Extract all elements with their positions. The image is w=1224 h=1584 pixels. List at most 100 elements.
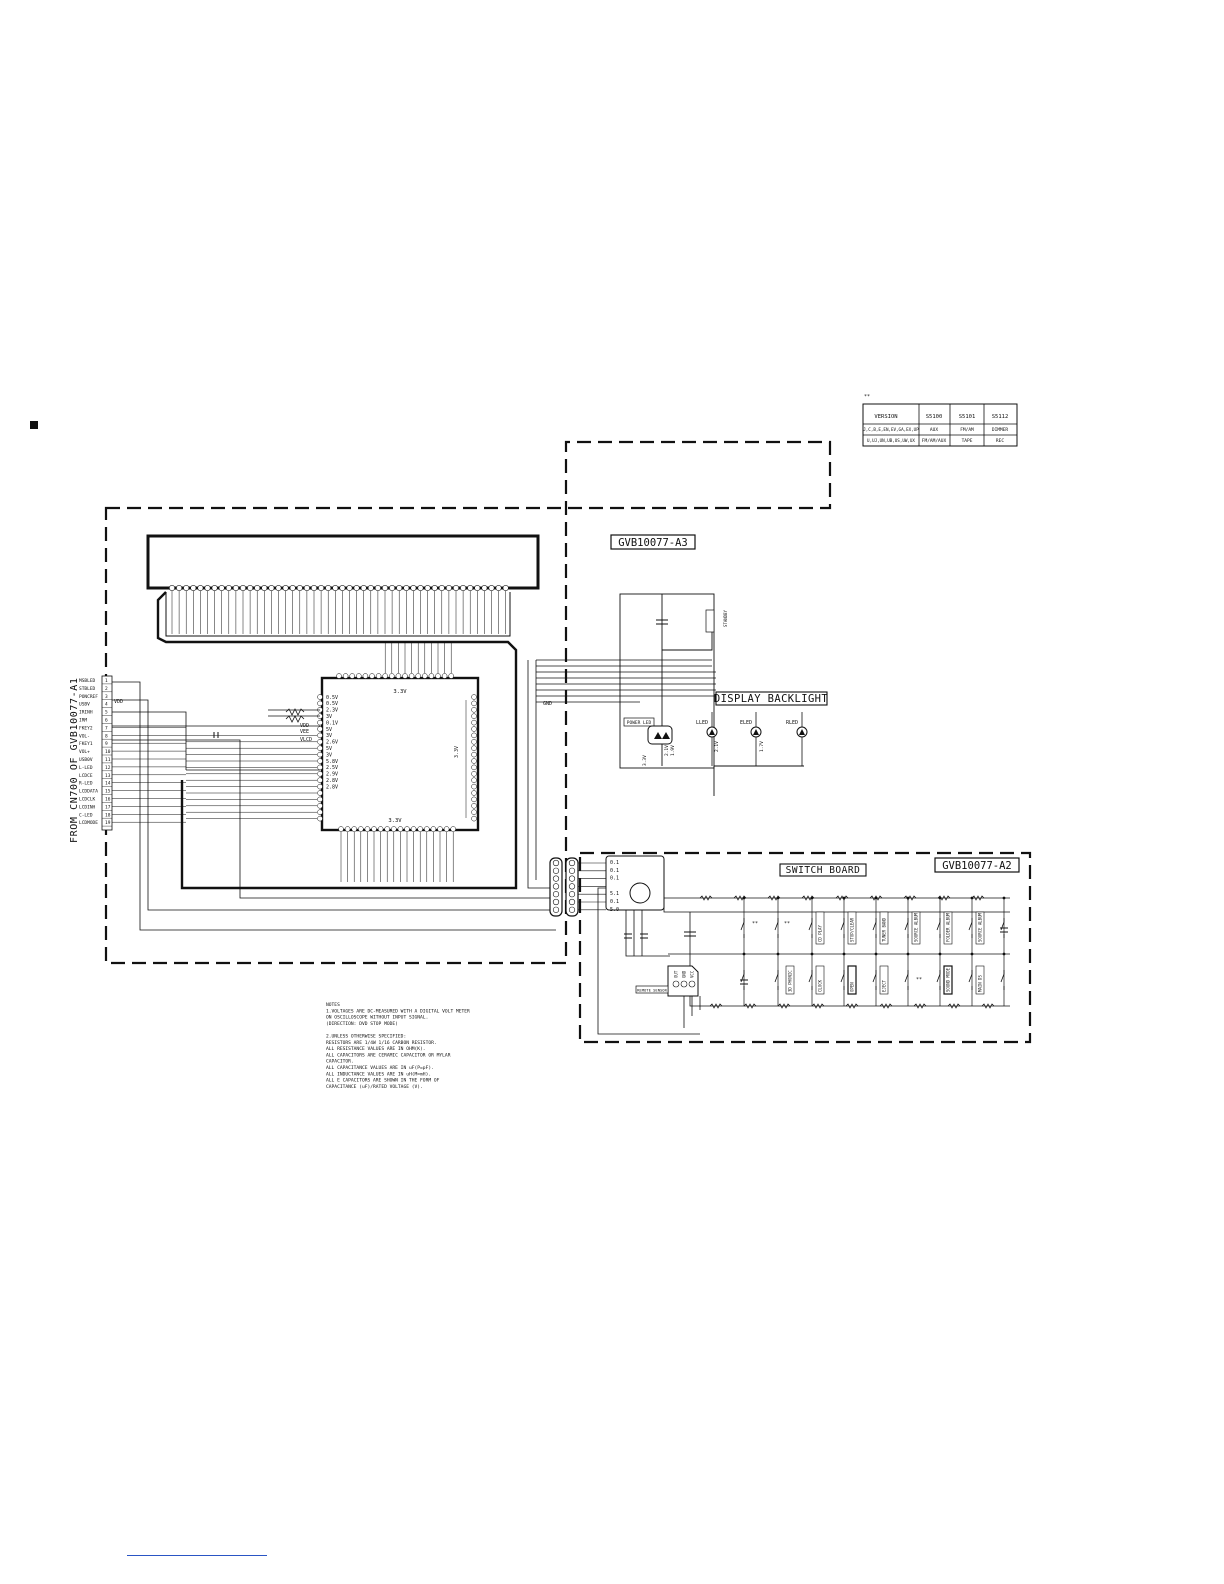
ic-left-pin: [317, 694, 323, 700]
ic-right-pin: [471, 809, 477, 815]
ic-top-pin: [408, 673, 415, 679]
lcd-pin: [190, 584, 197, 591]
connector-a-pin: [552, 898, 560, 906]
ladder-cap-2: [740, 979, 748, 985]
ic-left-pin: [317, 739, 323, 745]
ic-left-pin: [317, 700, 323, 707]
ic-top-pin: [336, 673, 342, 679]
ic-right-pin: [471, 771, 477, 777]
ic-bottom-pin: [377, 826, 384, 832]
bottom-switch-label: MAIN DS: [978, 975, 983, 992]
lcd-pin: [438, 584, 445, 591]
power-led-box: [623, 717, 655, 727]
top-resistor: [699, 895, 713, 901]
ic-bottom-pins: [338, 826, 456, 882]
ic-left-voltage: 0.1V: [326, 720, 338, 726]
resistor-r2: [285, 715, 305, 723]
lcd-pin: [431, 584, 438, 591]
ic-left-pin: [317, 809, 323, 815]
bottom-resistor: [879, 1003, 893, 1009]
ic-bottom-pin: [417, 826, 423, 832]
power-led-diodes: [654, 732, 670, 739]
connector-pin-name: PONCREF: [79, 694, 98, 700]
ic-left-pin: [317, 726, 323, 732]
ic-top-pin: [349, 673, 355, 679]
top-switch-label-box: [879, 911, 889, 945]
connector-a-pin: [552, 859, 560, 867]
lcd-pin: [332, 584, 339, 591]
led-voltage: 2.1V: [714, 741, 720, 752]
version-row1-col3: REC: [996, 438, 1004, 444]
switch-board-title: SWITCH BOARD: [786, 865, 861, 876]
ic-to-backlight-wiring: [535, 659, 716, 880]
version-table-star: **: [864, 394, 870, 400]
notes-line: ON OSCILLOSCOPE WITHOUT INPUT SIGNAL.: [326, 1015, 428, 1021]
encoder-wiring: [597, 887, 1010, 1035]
connector-pin-name: STBLED: [79, 686, 96, 692]
ic-right-pin: [471, 707, 477, 713]
ic-right-pin: [471, 713, 477, 719]
bottom-resistor: [947, 1003, 961, 1009]
lcd-pin: [474, 584, 481, 591]
ic-bottom-pin: [358, 826, 364, 832]
bottom-resistor: [981, 1003, 995, 1009]
display-board-id-box: [610, 534, 696, 550]
ic-left-voltage: 2.8V: [326, 784, 338, 790]
lcd-pin: [495, 584, 502, 591]
top-resistor: [835, 895, 849, 901]
ic-top-pin: [362, 673, 369, 679]
lcd-panel: [146, 534, 540, 590]
bottom-switch-label: OPEN: [850, 982, 855, 992]
connector-pin-name: VOL-: [79, 733, 90, 739]
backlight-cap: [656, 619, 668, 625]
ladder-node: [776, 952, 780, 956]
top-switch-label: SOURCE ALBUM: [978, 913, 983, 942]
switch-double-star-1: **: [752, 921, 758, 927]
version-table-frame: [862, 403, 1018, 447]
led-diode: [709, 729, 715, 735]
ic-top-pin: [441, 673, 448, 679]
ic-bottom-pin: [424, 826, 430, 832]
ic-bottom-pin: [430, 826, 437, 832]
bottom-switch: [774, 970, 779, 990]
lcd-pin: [197, 584, 204, 591]
connector-a-pin: [552, 906, 560, 913]
lcd-pin: [183, 584, 190, 591]
connector-pin-number: 6: [105, 718, 108, 724]
ic-right-pins: [465, 694, 477, 822]
vdd-node-label: VDD: [300, 723, 309, 729]
connector-b-pin: [568, 875, 576, 882]
ladder-node: [842, 952, 846, 956]
ic-right-pin: [471, 815, 477, 822]
ic-top-pin: [382, 673, 388, 679]
connector-pin-number: 9: [105, 741, 108, 747]
top-switch-label: FOLDER ALBUM: [946, 913, 951, 942]
notes-line: ALL RESISTANCE VALUES ARE IN OHM(K).: [326, 1046, 426, 1052]
connector-pin-number: 7: [105, 725, 108, 731]
connector-pin-number: 16: [105, 797, 111, 803]
ic-left-pin: [317, 783, 323, 790]
ic-right-pin: [471, 694, 477, 700]
notes-line: 2.UNLESS OTHERWISE SPECIFIED:: [326, 1034, 406, 1040]
bottom-switch-label-box: [815, 965, 825, 995]
connector-pin-name: USB0V: [79, 757, 93, 763]
ic-right-pin: [471, 758, 477, 764]
ic-bottom-pin: [391, 826, 397, 832]
lcd-pin: [225, 584, 232, 591]
top-resistor: [869, 895, 883, 901]
notes-line: RESISTORS ARE 1/4W 1/16 CARBON RESISTOR.: [326, 1040, 437, 1046]
version-header-2: S5101: [959, 414, 976, 420]
ic-right-pin: [471, 751, 477, 758]
connector-pin-number: 14: [105, 781, 111, 787]
ir-pin-label: GND: [682, 970, 687, 978]
connector-a-pin: [552, 883, 560, 890]
notes-line: 1.VOLTAGES ARE DC-MEASURED WITH A DIGITA…: [326, 1008, 470, 1014]
lcd-ribbon-lines: [171, 591, 506, 634]
ir-pin: [688, 980, 696, 988]
notes-line: ALL INDUCTANCE VALUES ARE IN uH(M=mH).: [326, 1071, 431, 1077]
ic-right-pin: [471, 796, 477, 803]
ic-bottom-pin: [344, 826, 351, 832]
lcd-pin: [353, 584, 360, 591]
connector-pin-name: L-LED: [79, 765, 93, 771]
